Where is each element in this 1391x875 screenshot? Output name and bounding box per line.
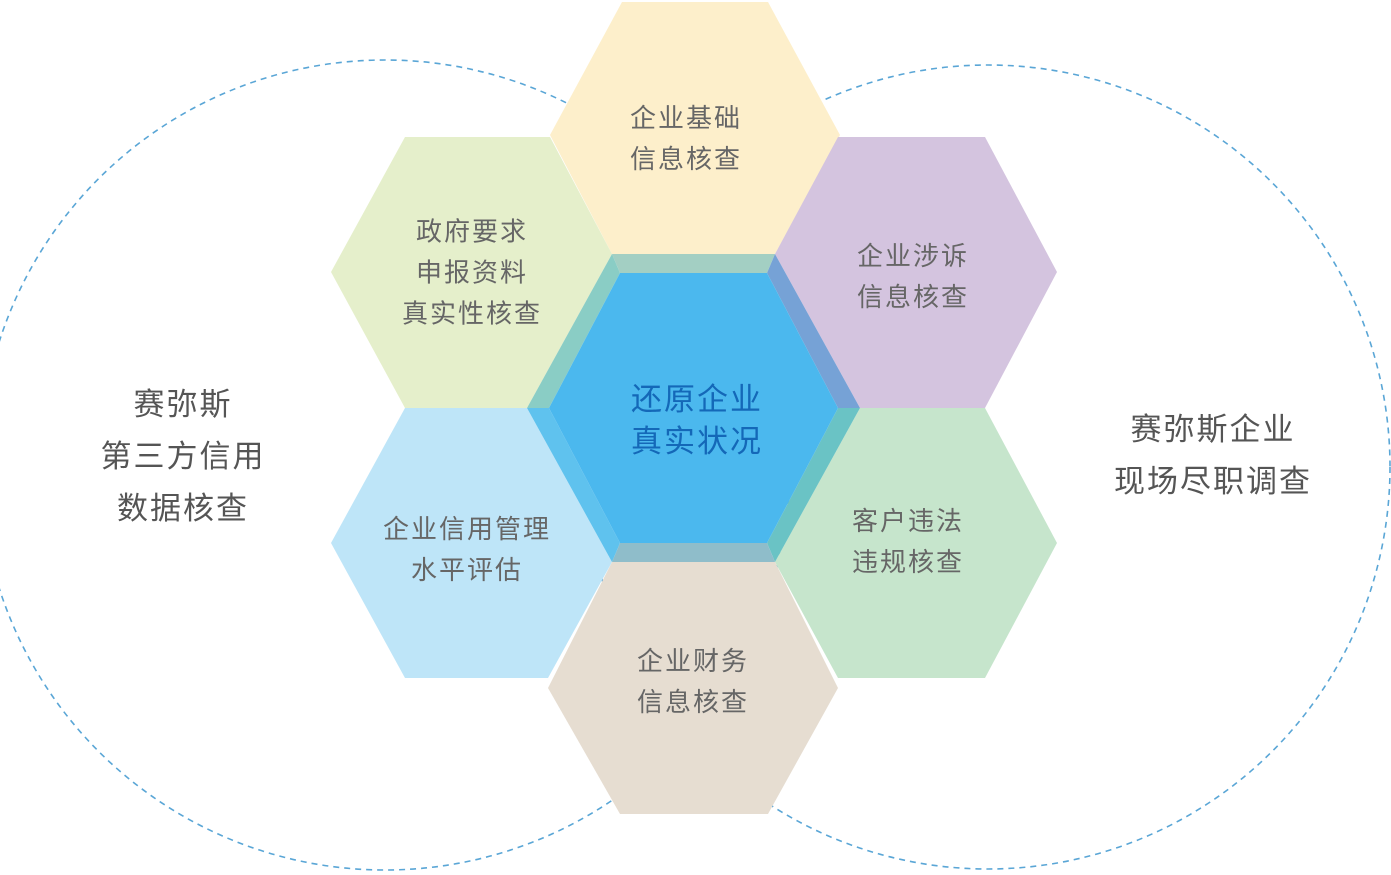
label-left-circle: 赛弥斯 第三方信用 数据核查 (101, 379, 266, 535)
label-line: 第三方信用 (100, 439, 266, 475)
hex-bottom-right (775, 408, 1057, 678)
label-line: 企业信用管理 (382, 515, 552, 545)
label-line: 违规核查 (851, 548, 965, 578)
label-line: 信息核查 (856, 283, 970, 313)
overlap-bottom (612, 543, 775, 562)
label-line: 还原企业 (631, 382, 763, 418)
label-line: 企业基础 (629, 104, 743, 134)
label-center: 还原企业 真实状况 (631, 379, 763, 463)
hex-bottom (548, 562, 838, 814)
overlap-top-left (527, 254, 620, 408)
overlap-bottom-left (527, 408, 620, 562)
label-line: 客户违法 (851, 507, 965, 537)
label-right-circle: 赛弥斯企业 现场尽职调查 (1114, 404, 1312, 508)
label-top: 企业基础 信息核查 (630, 99, 742, 181)
hex-top-right (775, 137, 1057, 408)
hex-center (549, 273, 838, 543)
hex-bottom-left (331, 408, 612, 678)
label-line: 数据核查 (117, 491, 249, 527)
label-bottom: 企业财务 信息核查 (637, 642, 749, 724)
overlap-top-right (767, 254, 860, 408)
label-line: 申报资料 (415, 258, 529, 289)
overlap-bottom-right (767, 408, 860, 562)
label-line: 企业财务 (636, 647, 750, 677)
label-line: 企业涉诉 (856, 242, 970, 272)
label-line: 水平评估 (410, 556, 524, 586)
hex-top-left (331, 137, 612, 408)
label-top-left: 政府要求 申报资料 真实性核查 (402, 213, 542, 336)
label-line: 真实状况 (631, 424, 763, 460)
label-bottom-left: 企业信用管理 水平评估 (383, 510, 551, 592)
label-top-right: 企业涉诉 信息核查 (857, 237, 969, 319)
label-line: 赛弥斯 (133, 387, 233, 423)
label-line: 信息核查 (636, 688, 750, 718)
label-line: 真实性核查 (401, 299, 543, 330)
label-line: 现场尽职调查 (1114, 464, 1312, 500)
label-line: 信息核查 (629, 145, 743, 175)
label-bottom-right: 客户违法 违规核查 (852, 502, 964, 584)
right-dashed-circle (585, 64, 1391, 870)
label-line: 赛弥斯企业 (1130, 412, 1296, 448)
label-line: 政府要求 (415, 217, 529, 248)
overlap-top (612, 254, 775, 273)
hex-top (550, 2, 840, 254)
